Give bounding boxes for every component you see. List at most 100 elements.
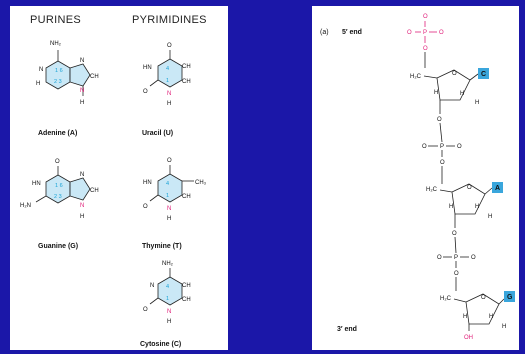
svg-text:1: 1 (166, 193, 169, 199)
svg-text:H: H (489, 314, 493, 320)
guanine-structure: O HN H₂N N CH N H 1 6 2 3 (20, 159, 99, 220)
svg-text:O: O (452, 71, 457, 77)
svg-text:HN: HN (143, 180, 152, 186)
svg-text:N: N (80, 203, 84, 209)
svg-text:2 3: 2 3 (54, 194, 62, 200)
svg-text:P: P (423, 30, 427, 36)
svg-text:H: H (167, 319, 171, 325)
svg-text:O: O (423, 46, 428, 52)
svg-text:NH₂: NH₂ (162, 261, 174, 267)
nucleotide-3: H₂C H H H O OH G (440, 277, 515, 341)
svg-text:H: H (80, 100, 84, 106)
svg-text:1 6: 1 6 (55, 183, 63, 189)
svg-text:H: H (167, 216, 171, 222)
svg-text:O: O (452, 231, 457, 237)
svg-text:O: O (440, 160, 445, 166)
svg-text:H: H (449, 204, 453, 210)
svg-text:H: H (488, 214, 492, 220)
svg-text:CH: CH (90, 188, 99, 194)
adenine-nh2: NH₂ (50, 41, 62, 47)
svg-text:CH: CH (182, 64, 191, 70)
svg-text:N: N (39, 67, 43, 73)
nucleotide-1: H₂C H H H O C (410, 52, 489, 114)
panel-label: (a) (320, 29, 329, 36)
svg-text:1 6: 1 6 (55, 68, 63, 74)
base-box-c (478, 68, 489, 79)
svg-text:H: H (460, 91, 464, 97)
svg-text:4: 4 (166, 284, 169, 290)
svg-text:H: H (167, 101, 171, 107)
thymine-structure: O HN CH₃ CH O N H 4 1 (143, 158, 207, 222)
svg-text:2 3: 2 3 (54, 79, 62, 85)
uracil-label: Uracil (U) (142, 130, 173, 137)
svg-text:H: H (80, 214, 84, 220)
svg-text:N: N (167, 91, 171, 97)
svg-text:CH: CH (182, 297, 191, 303)
svg-text:H: H (475, 100, 479, 106)
svg-text:CH: CH (182, 283, 191, 289)
three-prime-oh: OH (464, 335, 473, 341)
svg-text:N: N (150, 283, 154, 289)
svg-text:O: O (407, 30, 412, 36)
adenine-label: Adenine (A) (38, 130, 77, 137)
guanine-label: Guanine (G) (38, 243, 78, 250)
pyrimidines-header: PYRIMIDINES (132, 14, 207, 26)
svg-text:O: O (481, 295, 486, 301)
base-g-label: G (507, 294, 513, 301)
svg-text:O: O (143, 307, 148, 313)
cytosine-label: Cytosine (C) (140, 341, 181, 348)
svg-text:N: N (80, 88, 84, 94)
svg-text:N: N (167, 309, 171, 315)
base-c-label: C (481, 71, 486, 78)
phosphate-group-1: O O P O O (407, 14, 444, 52)
svg-text:O: O (423, 14, 428, 20)
svg-text:1: 1 (166, 78, 169, 84)
svg-text:N: N (167, 206, 171, 212)
svg-text:P: P (454, 255, 458, 261)
base-a-label: A (495, 185, 500, 192)
svg-text:CH: CH (182, 79, 191, 85)
svg-text:O: O (422, 144, 427, 150)
phosphate-group-2: O O P O O (422, 117, 462, 166)
svg-text:O: O (454, 271, 459, 277)
svg-text:O: O (55, 159, 60, 165)
svg-text:CH: CH (90, 74, 99, 80)
svg-text:H₂C: H₂C (410, 74, 422, 80)
svg-text:HN: HN (143, 65, 152, 71)
base-box-a (492, 182, 503, 193)
svg-text:HN: HN (32, 181, 41, 187)
base-box-g (504, 291, 515, 302)
svg-text:O: O (439, 30, 444, 36)
adenine-structure: NH₂ N H N CH N H 1 62 3 (36, 41, 99, 106)
svg-text:H: H (475, 204, 479, 210)
svg-text:O: O (167, 158, 172, 164)
phosphate-group-3: O O P O O (437, 231, 476, 277)
svg-text:H₂C: H₂C (440, 296, 452, 302)
svg-text:O: O (467, 185, 472, 191)
five-prime-end-label: 5′ end (342, 29, 362, 36)
thymine-label: Thymine (T) (142, 243, 182, 250)
uracil-structure: O HN CH CH O N H 41 (143, 43, 191, 107)
svg-text:O: O (143, 89, 148, 95)
dna-strand-figure: (a) 5′ end 3′ end O O P O O H₂C H H H O … (320, 14, 515, 341)
svg-text:H: H (463, 314, 467, 320)
svg-text:CH₃: CH₃ (195, 180, 207, 186)
nitrogenous-bases-panel: PURINES PYRIMIDINES NH₂ N H N CH N H 1 6… (10, 6, 228, 350)
svg-text:O: O (167, 43, 172, 49)
svg-text:H₂N: H₂N (20, 203, 31, 209)
purines-header: PURINES (30, 14, 81, 26)
nucleotide-2: H₂C H H H O A (426, 166, 503, 228)
svg-text:N: N (80, 58, 84, 64)
svg-text:H₂C: H₂C (426, 187, 438, 193)
svg-text:O: O (471, 255, 476, 261)
svg-text:O: O (143, 204, 148, 210)
bases-figure: PURINES PYRIMIDINES NH₂ N H N CH N H 1 6… (20, 14, 207, 348)
svg-text:N: N (80, 172, 84, 178)
three-prime-end-label: 3′ end (337, 326, 357, 333)
svg-text:CH: CH (182, 194, 191, 200)
svg-text:4: 4 (166, 181, 169, 187)
svg-text:O: O (457, 144, 462, 150)
svg-text:H: H (434, 90, 438, 96)
svg-text:P: P (440, 144, 444, 150)
dna-strand-panel: (a) 5′ end 3′ end O O P O O H₂C H H H O … (312, 6, 519, 350)
